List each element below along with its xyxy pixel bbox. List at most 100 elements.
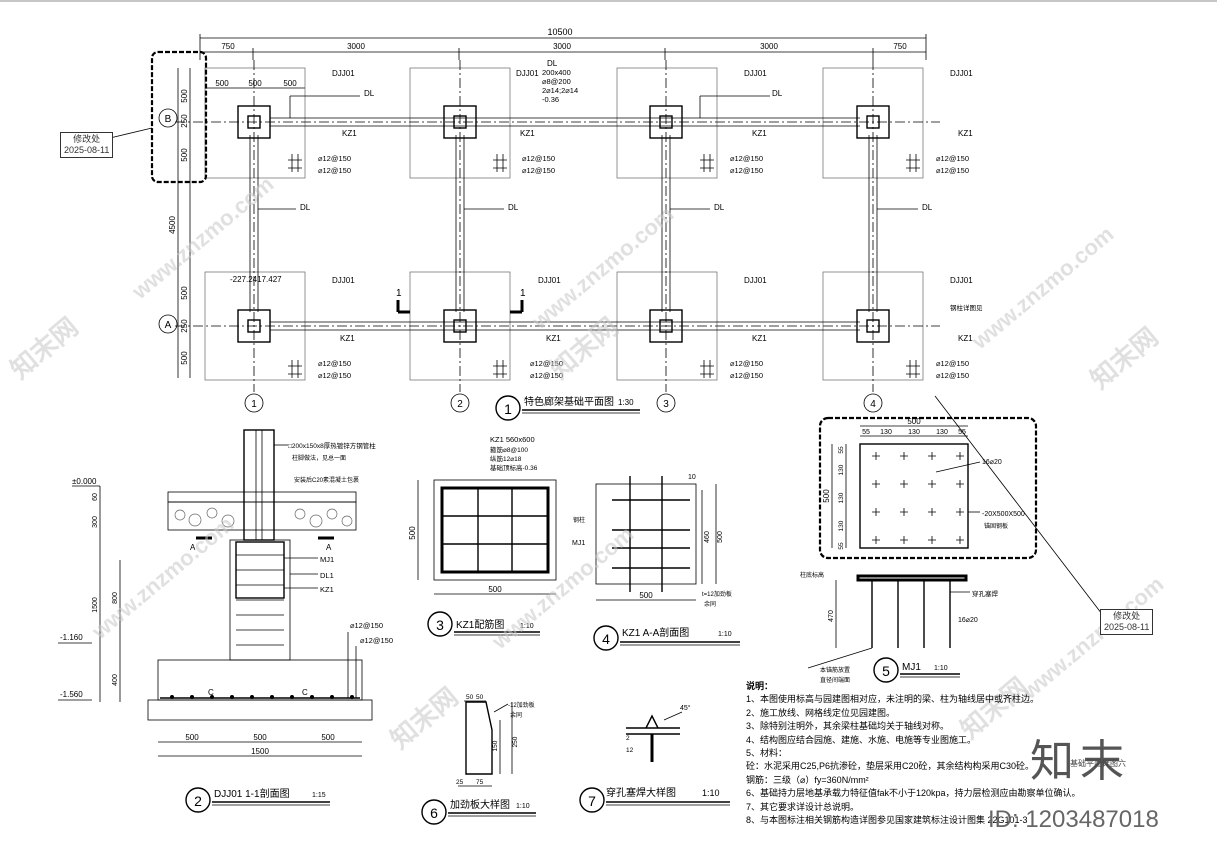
note-7: 7、其它要求详设计总说明。: [746, 801, 860, 812]
d2-sec-a-r: A: [326, 543, 332, 552]
d2-note3: 安装后C20素混凝土包裹: [294, 476, 359, 484]
d4-label-10: 10: [688, 474, 696, 481]
rebar-a4-1: ⌀12@150: [936, 359, 969, 368]
plan-ldim-3: 500: [180, 148, 189, 162]
plan-title-scale: 1:30: [618, 398, 634, 407]
d2-hdim-1: 500: [185, 733, 199, 742]
label-dl-v1: DL: [300, 203, 311, 212]
elev-note: -227.2417.427: [230, 275, 282, 284]
plan-subdim-3: 500: [283, 79, 297, 88]
footing-outlines: [204, 67, 924, 381]
d2-dim-400: 400: [112, 674, 119, 686]
stamp-2-line2: 2025-08-11: [1104, 622, 1150, 632]
plan-ldim-1: 500: [180, 89, 189, 103]
stamp-1-line1: 修改处: [73, 134, 101, 144]
d5-sdim-3: 130: [838, 492, 845, 503]
d4-title-scale: 1:10: [718, 631, 732, 638]
note-2: 2、施工放线、网格线定位见园建图。: [746, 707, 896, 718]
d5-dim-55a: 55: [862, 429, 870, 436]
watermark-3: www.znzmo.com: [966, 221, 1118, 354]
rebar-b2-2: ⌀12@150: [522, 166, 555, 175]
d2-dim-60: 60: [92, 493, 99, 501]
plan-dim-3000-2: 3000: [553, 42, 571, 51]
d4-label-mj1: MJ1: [572, 540, 585, 547]
detail-3-kz1: KZ1 560x600 箍筋⌀8@100 纵筋12⌀18 基础顶标高-0.36 …: [408, 435, 557, 637]
d3-dim-w: 500: [488, 585, 502, 594]
d3-title-number: 3: [436, 617, 444, 633]
label-dl-b3: DL: [772, 89, 783, 98]
watermark-1: www.znzmo.com: [126, 171, 278, 304]
d5-plate2: 锚固钢板: [984, 522, 1008, 530]
watermark-cn-4: 知末网: [385, 681, 464, 754]
design-notes: 说明： 1、本图使用标高与园建图相对应，未注明的梁、柱为轴线居中或齐柱边。 2、…: [746, 680, 1081, 827]
d5-dim-h: 500: [822, 489, 831, 503]
d6-title: 加劲板大样图: [450, 798, 510, 811]
note-8: 8、与本图标注相关钢筋构造详图参见国家建筑标注设计图集 22G101-3: [746, 815, 1028, 826]
axis-4: 4: [870, 399, 876, 410]
d7-dim-2: 2: [626, 735, 630, 742]
d7-angle: 45°: [680, 704, 691, 712]
d2-dim-800: 800: [112, 592, 119, 604]
d5-sdim-1: 55: [838, 446, 845, 454]
d6-dim-250: 250: [512, 736, 519, 747]
detail-4-kz1-aa: 钢柱 MJ1 10 t=12加劲板 余同 460 500 500 4 KZ1 A…: [572, 474, 740, 651]
label-kz-a4: KZ1: [958, 334, 973, 343]
d5-dim-130a: 130: [880, 429, 892, 436]
plan-ldim-7: 500: [180, 351, 189, 365]
d5-sdim-4: 130: [838, 520, 845, 531]
d6-title-scale: 1:10: [516, 803, 530, 810]
dl-note-1: 200x400: [542, 68, 571, 77]
watermark-5: www.znzmo.com: [486, 521, 638, 654]
note-6: 6、基础持力层地基承载力特征值fak不小于120kpa，持力层检测应由勘察单位确…: [746, 788, 1081, 799]
d2-rebar-1: ⌀12@150: [350, 621, 383, 630]
rebar-a1-2: ⌀12@150: [318, 371, 351, 380]
detail-7-plug-weld: 45° 2 12 7 穿孔塞焊大样图 1:10: [579, 704, 730, 813]
plan-ldim-2: 250: [180, 114, 189, 128]
label-djj-a2: DJJ01: [538, 276, 561, 285]
rebar-b2-1: ⌀12@150: [522, 154, 555, 163]
axis-1: 1: [251, 399, 257, 410]
d2-sec-c-l: C: [208, 688, 214, 697]
beams: [249, 117, 878, 331]
d2-label-mj1: MJ1: [320, 555, 334, 564]
detail-2-section: ±0.000 -1.160 -1.560 60 300 1500 800 400: [58, 429, 393, 813]
label-kz-a2: KZ1: [546, 334, 561, 343]
d6-label: -12加劲板: [508, 701, 535, 709]
notes-heading: 说明：: [746, 681, 774, 691]
plan-ldim-4: 4500: [168, 216, 177, 234]
d6-dim-150: 150: [492, 740, 499, 751]
revision-stamp-2: 修改处 2025-08-11: [1100, 609, 1154, 635]
d5-sdim-2: 130: [838, 464, 845, 475]
label-kz-a3: KZ1: [752, 334, 767, 343]
d4-dim-500h: 500: [717, 531, 724, 543]
rebar-a4-2: ⌀12@150: [936, 371, 969, 380]
d3-dim-h: 500: [408, 526, 417, 540]
axis-a: A: [165, 320, 172, 331]
label-djj-a3: DJJ01: [744, 276, 767, 285]
dl-note-4: -0.36: [542, 95, 559, 104]
d5-title-scale: 1:10: [934, 665, 948, 672]
foundation-plan: 10500 750 3000 3000 3000 750 500 500 500…: [109, 27, 1106, 619]
note-5b: 钢筋：三级（⌀）fy=360N/mm²: [746, 774, 869, 785]
d7-title: 穿孔塞焊大样图: [606, 786, 676, 799]
note-4: 4、结构图应结合园施、建施、水施、电施等专业图施工。: [746, 734, 977, 745]
d3-head: KZ1 560x600: [490, 435, 535, 444]
note-1: 1、本图使用标高与园建图相对应，未注明的梁、柱为轴线居中或齐柱边。: [746, 694, 1040, 705]
d4-dim-500w: 500: [639, 591, 653, 600]
dl-note-2: ⌀8@200: [542, 77, 571, 86]
d6-dim-75: 75: [476, 779, 484, 786]
watermark-cn-3: 知末网: [1085, 321, 1164, 394]
d3-spec-1: 箍筋⌀8@100: [490, 445, 528, 454]
rebar-b3-2: ⌀12@150: [730, 166, 763, 175]
d7-dim-12: 12: [626, 747, 634, 754]
label-dl-v4: DL: [922, 203, 933, 212]
d2-hdim-3: 500: [321, 733, 335, 742]
rebar-b3-1: ⌀12@150: [730, 154, 763, 163]
plan-title: 特色廊架基础平面图: [524, 395, 614, 408]
d6-dim-50a: 50: [466, 694, 474, 701]
d5-label-colbot: 柱底标高: [800, 571, 824, 579]
d4-label-same: 余同: [704, 600, 716, 608]
columns: [237, 105, 890, 343]
plan-dim-3000-3: 3000: [760, 42, 778, 51]
d4-dim-460: 460: [704, 531, 711, 543]
